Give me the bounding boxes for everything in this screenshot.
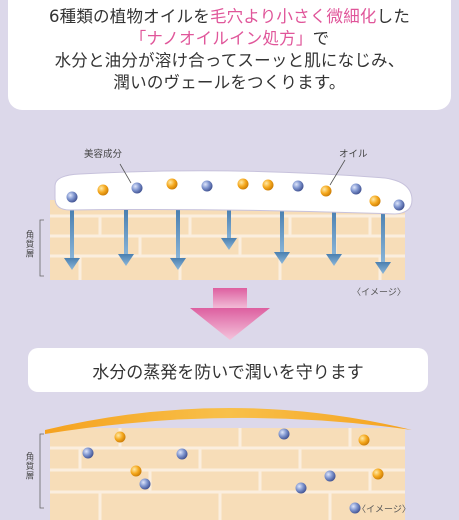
intro-line-2: 「ナノオイルイン処方」で [129,29,330,48]
oil-dot [237,178,249,190]
skin-layer-2 [50,428,405,520]
beauty-ingredient-dot [82,447,94,459]
beauty-ingredient-dot [131,182,143,194]
protective-film [45,408,412,434]
image-note-2: 〈イメージ〉 [357,505,411,515]
beauty-ingredient-dot [176,448,188,460]
beauty-ingredient-dot [201,180,213,192]
beauty-ingredient-dot [66,191,78,203]
intro-line-1: 6種類の植物オイルを毛穴より小さく微細化した [48,7,411,26]
beauty-ingredient-dot [292,180,304,192]
oil-dot [262,179,274,191]
capsule-particles [66,178,405,211]
leader-lines [119,159,346,186]
banner-card: 水分の蒸発を防いで潤いを守ります [28,348,428,392]
down-arrow [190,288,270,340]
oil-dot [320,185,332,197]
intro-line-4: 潤いのヴェールをつくります。 [113,73,346,92]
oil-dot [166,178,178,190]
beauty-ingredient-dot [349,502,361,514]
oil-label: オイル [339,149,368,160]
intro-card: 6種類の植物オイルを毛穴より小さく微細化した 「ナノオイルイン処方」で 水分と油… [8,0,451,110]
oil-dot [114,431,126,443]
beauty-ingredient-dot [350,183,362,195]
layer-bracket-2 [39,433,44,509]
beauty-ingredient-dot [393,199,405,211]
blue-arrow [64,210,80,270]
beauty-ingredient-dot [139,478,151,490]
oil-dot [97,184,109,196]
blue-arrow [274,210,290,264]
beauty-ingredient-label: 美容成分 [84,149,123,160]
oil-dot [130,465,142,477]
intro-line-3: 水分と油分が溶け合ってスーッと肌になじみ、 [54,51,405,70]
beauty-ingredient-dot [278,428,290,440]
penetration-arrows [64,210,391,274]
blue-arrow [221,210,237,250]
stratum-corneum-label-1: 角質層 [24,230,34,259]
oil-dot [369,195,381,207]
blue-arrow [375,210,391,274]
oil-dot [372,468,384,480]
layer-bracket-1 [39,219,44,277]
skin-particles [82,428,384,514]
blue-arrow [170,210,186,270]
blue-arrow [326,210,342,266]
blue-arrow [118,210,134,266]
beauty-ingredient-dot [295,482,307,494]
stratum-corneum-label-2: 角質層 [24,452,34,481]
image-note-1: 〈イメージ〉 [352,288,406,298]
beauty-ingredient-dot [324,470,336,482]
oil-dot [358,434,370,446]
banner-text: 水分の蒸発を防いで潤いを守ります [92,362,364,383]
